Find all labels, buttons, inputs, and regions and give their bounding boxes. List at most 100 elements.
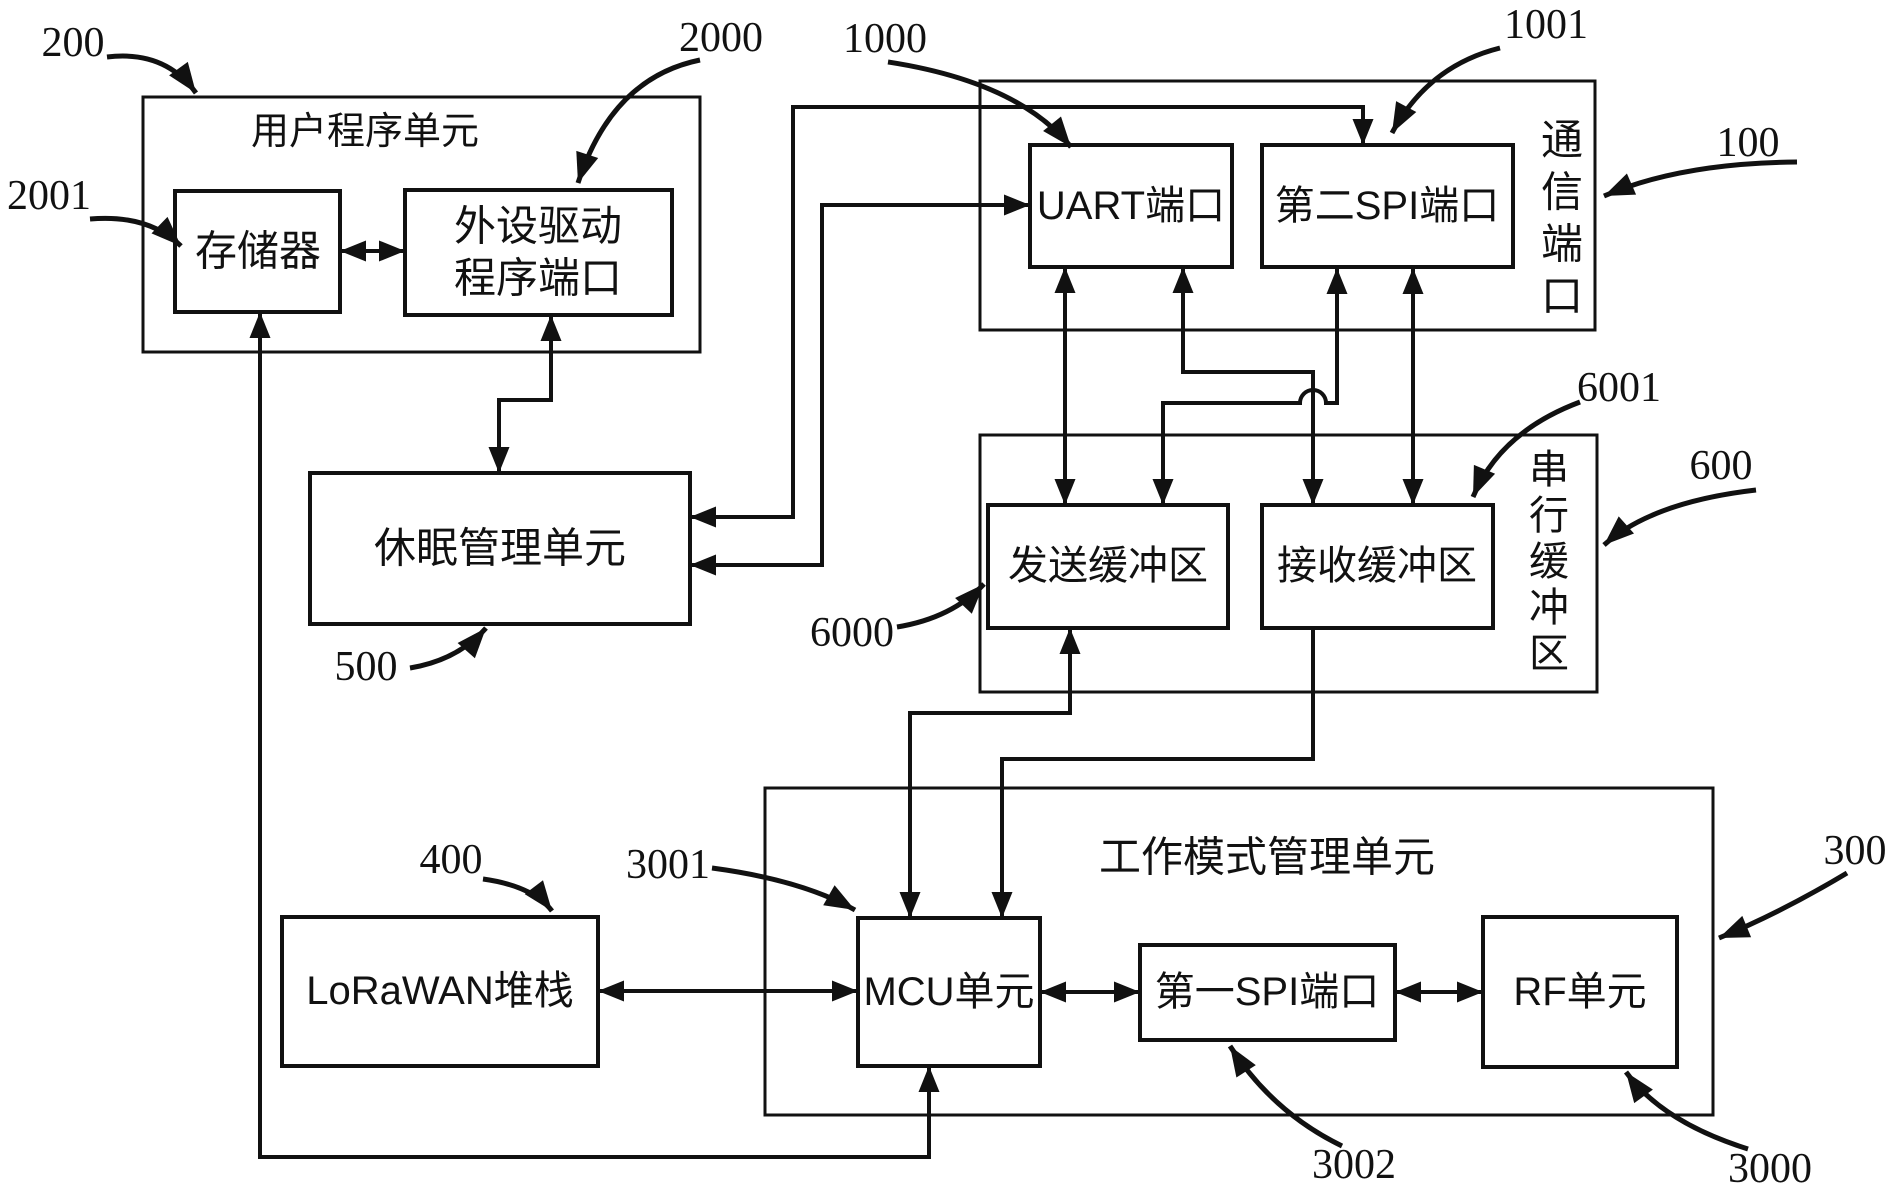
leader-arrowhead-icon xyxy=(1604,173,1637,196)
box-peripheral-driver-port: 外设驱动程序端口 xyxy=(403,188,674,317)
leader-arrowhead-icon xyxy=(1392,101,1417,133)
label-line: 第一SPI端口 xyxy=(1155,970,1379,1014)
connector-uart-sendbuffer xyxy=(1054,267,1076,505)
arrowhead-icon xyxy=(1054,479,1076,505)
label-line: 区 xyxy=(1529,632,1569,676)
arrowhead-icon xyxy=(1352,119,1374,145)
arrowhead-icon xyxy=(379,240,405,262)
box-uart-port-frame xyxy=(1028,143,1234,269)
ref-6000: 6000 xyxy=(810,582,986,656)
ref-200: 200 xyxy=(42,20,199,95)
connector-peripheral-sleep xyxy=(488,315,562,473)
arrowhead-icon xyxy=(1040,981,1066,1003)
box-sleep-management-unit: 休眠管理单元 xyxy=(308,471,692,626)
connector-spi2-sendbuffer xyxy=(1152,268,1348,505)
leader-arrow-600 xyxy=(1602,487,1757,547)
ref-1000: 1000 xyxy=(843,16,1073,149)
arrowhead-icon xyxy=(249,312,271,338)
connector-lorawan-mcu xyxy=(598,980,858,1002)
box-work-mode-management-unit-label: 工作模式管理单元 xyxy=(1099,834,1435,881)
ref-label-600: 600 xyxy=(1690,443,1753,489)
box-send-buffer-label: 发送缓冲区 xyxy=(1008,544,1208,588)
box-rf-unit-frame xyxy=(1481,915,1679,1069)
label-line: 工作模式管理单元 xyxy=(1099,834,1435,881)
ref-600: 600 xyxy=(1602,443,1757,547)
connector-peripheral-sleep-line xyxy=(497,315,553,473)
connector-sendbuffer-mcu xyxy=(899,628,1081,918)
label-line: 程序端口 xyxy=(454,255,622,302)
connector-sleep-uart-line xyxy=(690,203,1030,567)
leader-arrowhead-icon xyxy=(457,628,486,659)
box-receive-buffer-frame xyxy=(1260,503,1495,630)
connector-sendbuffer-mcu-line xyxy=(908,628,1072,918)
arrowhead-icon xyxy=(690,554,716,576)
label-line: 串 xyxy=(1529,448,1569,492)
ref-label-3000: 3000 xyxy=(1728,1146,1812,1190)
arrowhead-icon xyxy=(1402,268,1424,294)
connector-spi1-rf xyxy=(1395,981,1483,1003)
label-line: 接收缓冲区 xyxy=(1277,544,1477,588)
label-line: UART端口 xyxy=(1037,184,1225,228)
box-mcu-unit-label: MCU单元 xyxy=(863,970,1034,1014)
arrowhead-icon xyxy=(1172,267,1194,293)
label-line: RF单元 xyxy=(1513,970,1646,1014)
label-line: 用户程序单元 xyxy=(251,111,479,153)
label-line: 缓 xyxy=(1529,540,1569,584)
connector-spi2-receivebuffer xyxy=(1402,268,1424,505)
label-line: LoRaWAN堆栈 xyxy=(306,969,573,1013)
box-memory-label: 存储器 xyxy=(195,228,321,275)
connector-sleep-spi2 xyxy=(690,105,1374,528)
box-lorawan-stack: LoRaWAN堆栈 xyxy=(280,915,600,1068)
leader-arrowhead-icon xyxy=(524,880,552,911)
connector-receivebuffer-mcu-line xyxy=(1000,628,1315,918)
box-receive-buffer-label: 接收缓冲区 xyxy=(1277,544,1477,588)
label-line: 发送缓冲区 xyxy=(1008,544,1208,588)
label-line: MCU单元 xyxy=(863,970,1034,1014)
arrowhead-icon xyxy=(1152,479,1174,505)
label-line: 通 xyxy=(1541,117,1583,164)
leader-arrowhead-icon xyxy=(823,885,855,910)
leader-arrowhead-icon xyxy=(1043,116,1071,147)
arrowhead-icon xyxy=(899,892,921,918)
box-uart-port: UART端口 xyxy=(1028,143,1234,269)
leader-arrowhead-icon xyxy=(1473,464,1496,497)
label-line: 端 xyxy=(1541,221,1583,268)
ref-label-3002: 3002 xyxy=(1312,1142,1396,1188)
box-first-spi-port: 第一SPI端口 xyxy=(1138,943,1397,1042)
ref-500: 500 xyxy=(335,626,488,690)
box-sleep-management-unit-label: 休眠管理单元 xyxy=(374,525,626,572)
arrowhead-icon xyxy=(1402,479,1424,505)
connector-memory-peripheral xyxy=(340,240,405,262)
arrowhead-icon xyxy=(1326,268,1348,294)
label-line: 行 xyxy=(1529,494,1569,538)
ref-label-100: 100 xyxy=(1717,120,1780,166)
leader-arrowhead-icon xyxy=(955,584,984,614)
ref-label-2000: 2000 xyxy=(679,15,763,61)
ref-label-2001: 2001 xyxy=(7,173,91,219)
label-line: 信 xyxy=(1541,169,1583,216)
box-second-spi-port-label: 第二SPI端口 xyxy=(1275,184,1499,228)
connector-uart-receivebuffer-line xyxy=(1181,267,1315,505)
box-receive-buffer: 接收缓冲区 xyxy=(1260,503,1495,630)
box-communication-port-label: 通信端口 xyxy=(1541,117,1583,320)
connector-receivebuffer-mcu xyxy=(991,628,1315,918)
box-send-buffer-frame xyxy=(986,503,1230,630)
ref-label-1000: 1000 xyxy=(843,16,927,62)
box-serial-buffer-label: 串行缓冲区 xyxy=(1529,448,1569,676)
connector-sleep-uart xyxy=(690,194,1030,576)
arrowhead-icon xyxy=(1054,267,1076,293)
connector-spi2-sendbuffer-line xyxy=(1161,268,1339,505)
ref-label-6001: 6001 xyxy=(1577,365,1661,411)
ref-label-500: 500 xyxy=(335,644,398,690)
ref-3000: 3000 xyxy=(1623,1070,1812,1190)
leader-arrowhead-icon xyxy=(151,216,181,246)
arrowhead-icon xyxy=(340,240,366,262)
box-memory: 存储器 xyxy=(173,189,342,314)
label-line: 口 xyxy=(1541,273,1583,320)
connector-mcu-spi1 xyxy=(1040,981,1140,1003)
ref-label-300: 300 xyxy=(1824,828,1887,874)
ref-3002: 3002 xyxy=(1227,1044,1396,1188)
ref-label-400: 400 xyxy=(420,837,483,883)
